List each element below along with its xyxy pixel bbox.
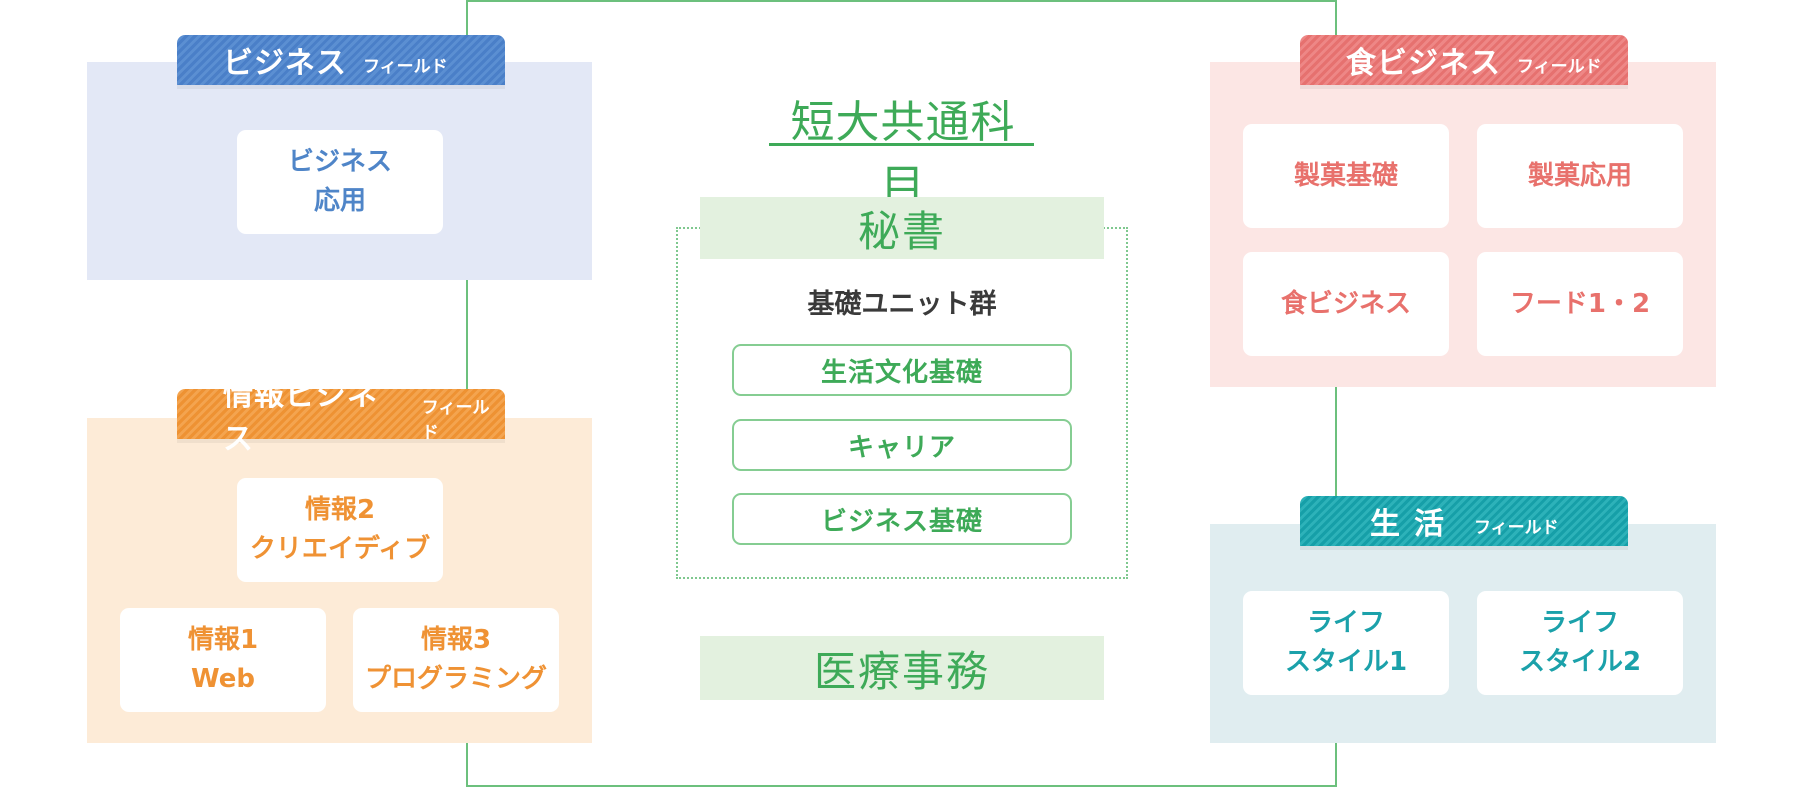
- unit-line: ビジネス: [287, 147, 392, 177]
- food-business-field-name: 食ビジネス: [1346, 46, 1501, 81]
- connector-left-middle: [466, 280, 468, 390]
- connector-bottom-line: [466, 785, 1337, 787]
- business-field-header: ビジネス フィールド: [177, 35, 505, 85]
- life-field-header: 生活 フィールド: [1300, 496, 1628, 546]
- unit-line: 製菓基礎: [1293, 160, 1398, 191]
- info-unit-creative: 情報2 クリエイディブ: [237, 478, 443, 582]
- unit-line: 製菓応用: [1527, 160, 1632, 191]
- medical-office-band: 医療事務: [700, 636, 1104, 700]
- unit-line: 情報1: [187, 625, 259, 655]
- common-subjects-title: 短大共通科目: [790, 97, 1016, 212]
- connector-right-middle: [1335, 387, 1337, 497]
- unit-line: 情報2: [304, 495, 376, 525]
- unit-line: スタイル2: [1518, 647, 1642, 677]
- connector-left-lower: [466, 743, 468, 787]
- unit-line: 食ビジネス: [1280, 288, 1411, 319]
- business-field-suffix: フィールド: [363, 56, 448, 77]
- food-unit-food-business: 食ビジネス: [1243, 252, 1449, 356]
- food-business-field-header: 食ビジネス フィールド: [1300, 35, 1628, 85]
- connector-left-upper: [466, 0, 468, 62]
- life-unit-lifestyle-1: ライフ スタイル1: [1243, 591, 1449, 695]
- basic-unit-group-label: 基礎ユニット群: [807, 289, 997, 320]
- unit-line: Web: [191, 664, 255, 694]
- unit-line: フード1・2: [1509, 288, 1651, 319]
- info-unit-programming: 情報3 プログラミング: [353, 608, 559, 712]
- business-field-name: ビジネス: [223, 46, 347, 81]
- business-unit-applied: ビジネス 応用: [237, 130, 443, 234]
- unit-line: スタイル1: [1284, 647, 1408, 677]
- food-business-field-suffix: フィールド: [1517, 56, 1602, 77]
- connector-top-line: [466, 0, 1337, 2]
- food-unit-food-1-2: フード1・2: [1477, 252, 1683, 356]
- info-business-field-name: 情報ビジネス: [223, 378, 378, 457]
- secretary-band: 秘書: [700, 197, 1104, 259]
- info-business-field-header: 情報ビジネス フィールド: [177, 378, 505, 457]
- info-unit-web: 情報1 Web: [120, 608, 326, 712]
- life-unit-lifestyle-2: ライフ スタイル2: [1477, 591, 1683, 695]
- food-unit-confectionery-basic: 製菓基礎: [1243, 124, 1449, 228]
- life-field-name: 生活: [1370, 507, 1458, 542]
- unit-line: 情報3: [420, 625, 492, 655]
- info-business-field-suffix: フィールド: [421, 398, 490, 443]
- unit-line: ライフ: [1306, 608, 1385, 638]
- unit-life-culture-basic: 生活文化基礎: [732, 344, 1072, 396]
- connector-right-lower: [1335, 743, 1337, 787]
- common-subjects-underline: [769, 143, 1034, 146]
- unit-career: キャリア: [732, 419, 1072, 471]
- unit-line: プログラミング: [364, 664, 547, 694]
- unit-business-basic: ビジネス基礎: [732, 493, 1072, 545]
- unit-line: 応用: [313, 186, 366, 216]
- connector-right-upper: [1335, 0, 1337, 62]
- unit-line: クリエイディブ: [249, 534, 431, 564]
- life-field-suffix: フィールド: [1474, 517, 1559, 538]
- food-unit-confectionery-applied: 製菓応用: [1477, 124, 1683, 228]
- unit-line: ライフ: [1540, 608, 1619, 638]
